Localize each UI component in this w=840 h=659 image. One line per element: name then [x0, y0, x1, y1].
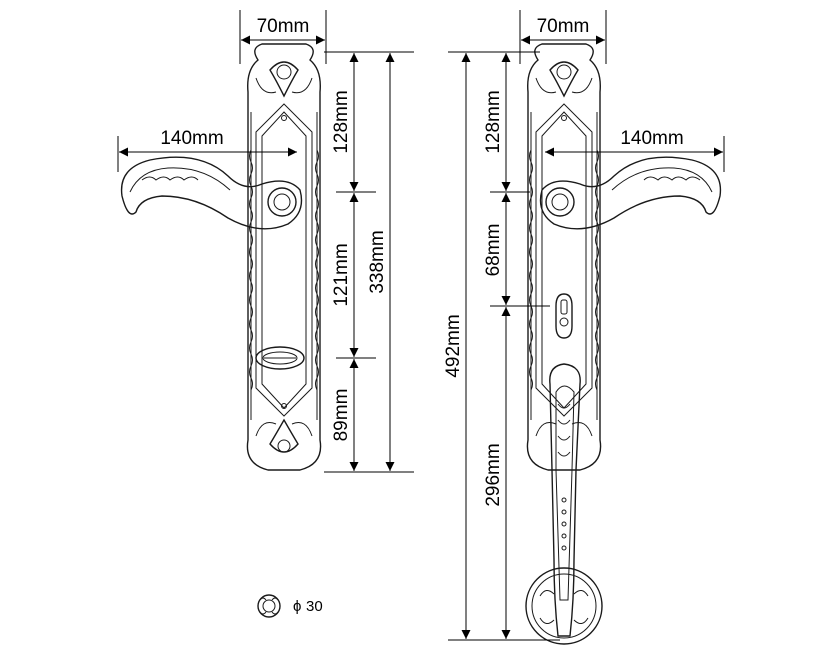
left-lever-label: 140mm [160, 128, 223, 149]
bottom-crest-ornament [255, 418, 313, 453]
left-total-label: 338mm [367, 230, 388, 293]
right-upper-label: 128mm [483, 90, 504, 153]
top-crest-ornament [255, 61, 313, 98]
left-upper-label: 128mm [331, 90, 352, 153]
left-lever-handle [120, 156, 303, 230]
round-rosette-detail: ϕ 30 [257, 594, 323, 618]
right-middle-label: 68mm [483, 224, 504, 277]
right-lever-handle [539, 156, 722, 230]
bottom-rosette [525, 567, 603, 645]
right-bead-strip [529, 112, 599, 420]
right-lower-label: 296mm [483, 443, 504, 506]
right-lever-label: 140mm [620, 128, 683, 149]
pull-handle-grip [549, 363, 581, 637]
diameter-symbol: ϕ [293, 598, 301, 615]
right-handle-plate [526, 43, 602, 471]
bottom-crest-ornament-right [535, 422, 593, 437]
left-width-label: 70mm [257, 16, 310, 37]
right-dimensions: 70mm 140mm 128mm 68mm 296mm 492mm [443, 10, 725, 641]
thumb-turn [555, 293, 573, 339]
left-handle-plate [246, 43, 322, 471]
left-middle-label: 121mm [331, 243, 352, 306]
left-bead-strip [249, 112, 319, 420]
top-crest-ornament-right [535, 61, 593, 98]
right-total-label: 492mm [443, 314, 464, 377]
left-lower-label: 89mm [331, 389, 352, 442]
left-dimensions: 70mm 140mm 128mm 121mm 89mm 338mm [117, 10, 414, 473]
lock-cylinder-oval [255, 346, 305, 370]
right-width-label: 70mm [537, 16, 590, 37]
diameter-value: 30 [306, 598, 323, 615]
